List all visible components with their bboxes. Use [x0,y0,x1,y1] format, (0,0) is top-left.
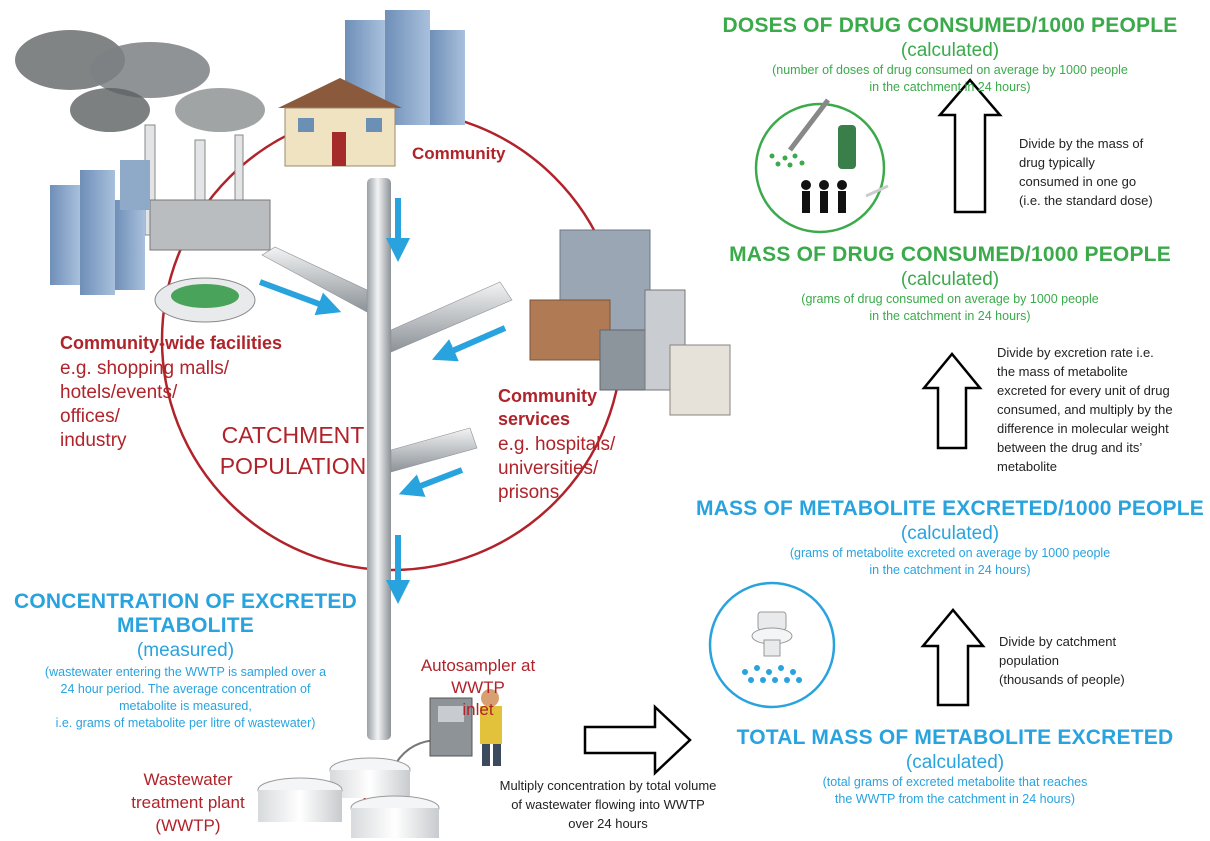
catchment-population-label: CATCHMENT POPULATION [219,422,367,479]
toilet-icon [708,581,836,709]
multiply-note: Multiply concentration by total volume o… [499,778,717,831]
tank-icon [257,757,440,838]
facilities-title: Community-wide facilities [60,333,283,353]
house-icon [278,78,402,167]
community-label: Community [412,144,506,163]
flow-arrow-services-upper [431,325,507,362]
flow-arrow-facilities [258,279,342,316]
services-title: Community services [498,386,597,429]
divide-population-note: Divide by catchment population (thousand… [999,634,1125,687]
mass-metabolite-block: MASS OF METABOLITE EXCRETED/1000 PEOPLE … [696,497,1204,577]
skyscrapers-icon [50,160,150,295]
tablets-icon [742,665,802,683]
services-pipe-lower [390,427,478,473]
pills-syringe-icon [754,98,889,234]
flow-arrow-services-lower [398,467,464,497]
divide-population-arrow [920,608,986,707]
doses-block: DOSES OF DRUG CONSUMED/1000 PEOPLE (calc… [722,14,1178,94]
divide-dose-arrow [937,78,1003,214]
multiply-arrow [583,704,692,776]
divide-excretion-note: Divide by excretion rate i.e. the mass o… [997,345,1173,474]
main-pipe [367,178,391,740]
factory-icon [15,30,271,251]
mass-drug-block: MASS OF DRUG CONSUMED/1000 PEOPLE (calcu… [729,243,1171,323]
divide-excretion-arrow [921,352,983,450]
facilities-examples: e.g. shopping malls/ hotels/events/ offi… [60,358,229,451]
autosampler-label: Autosampler at WWTP inlet [420,656,536,719]
divide-dose-note: Divide by the mass of drug typically con… [1019,136,1153,208]
services-pipe-upper [390,281,513,353]
wwtp-label: Wastewater treatment plant (WWTP) [131,770,245,835]
total-mass-block: TOTAL MASS OF METABOLITE EXCRETED (calcu… [736,726,1174,806]
services-examples: e.g. hospitals/ universities/ prisons [498,434,616,503]
concentration-block: CONCENTRATION OF EXCRETED METABOLITE (me… [14,590,357,730]
stadium-icon [154,277,256,323]
worker-icon [429,689,502,766]
office-buildings-icon [529,229,731,416]
